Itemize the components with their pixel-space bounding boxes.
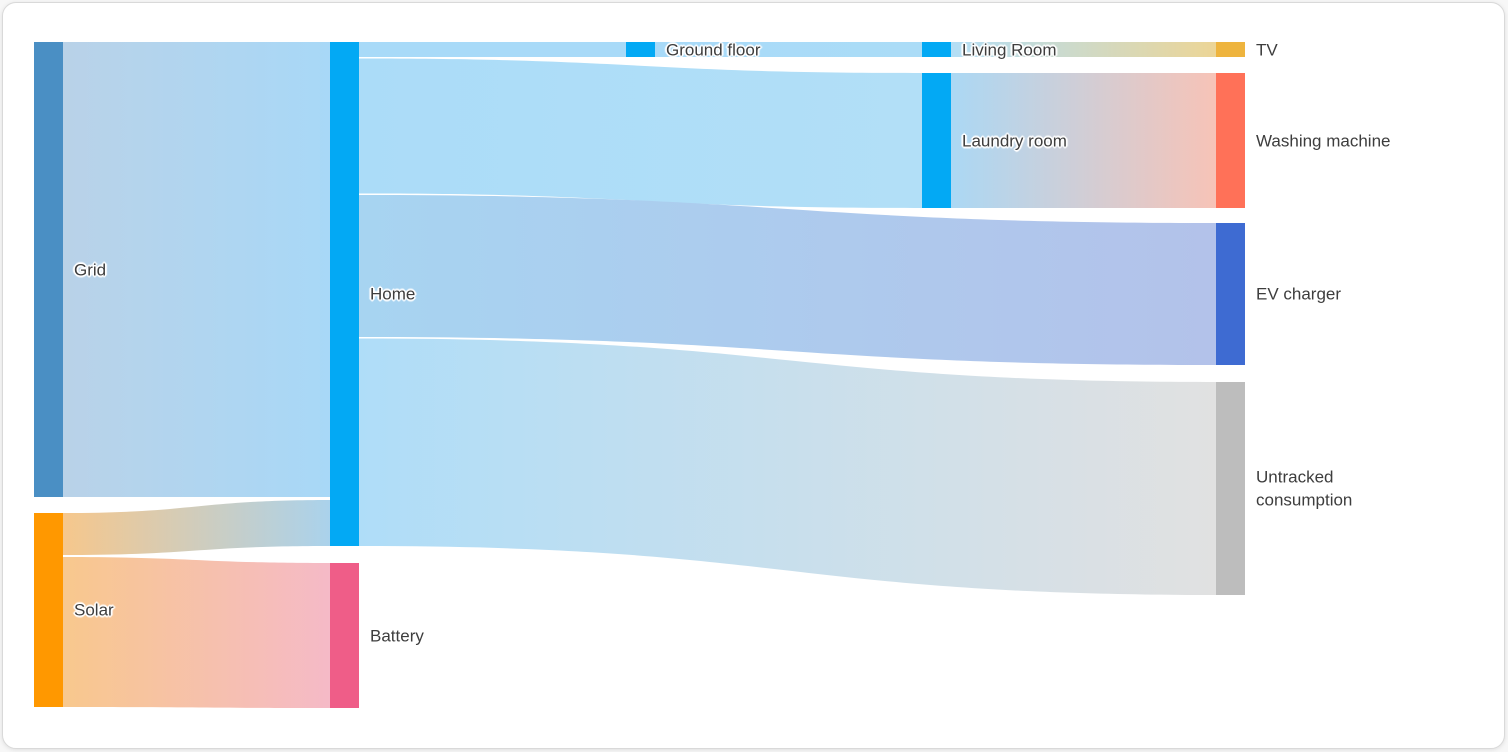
node-ev_charger[interactable] bbox=[1216, 223, 1245, 365]
flow-solar-to-home bbox=[63, 500, 330, 555]
node-label-solar: Solar bbox=[74, 600, 114, 620]
flow-grid-to-home bbox=[63, 42, 330, 497]
node-label-living_room: Living Room bbox=[962, 39, 1057, 59]
node-tv[interactable] bbox=[1216, 42, 1245, 57]
node-label-laundry_room: Laundry room bbox=[962, 130, 1067, 150]
node-solar[interactable] bbox=[34, 513, 63, 707]
flow-home-to-ev_charger bbox=[359, 195, 1216, 365]
node-label-ground_floor: Ground floor bbox=[666, 39, 761, 59]
flow-ground_floor-to-living_room bbox=[655, 42, 922, 57]
node-label-ev_charger: EV charger bbox=[1256, 284, 1342, 304]
node-home[interactable] bbox=[330, 42, 359, 546]
flow-home-to-laundry_room bbox=[359, 58, 922, 208]
node-label-grid: Grid bbox=[74, 259, 107, 279]
flow-laundry_room-to-washing_machine bbox=[951, 73, 1216, 208]
flow-home-to-ground_floor bbox=[359, 42, 626, 57]
node-ground_floor[interactable] bbox=[626, 42, 655, 57]
node-untracked[interactable] bbox=[1216, 382, 1245, 595]
flow-living_room-to-tv bbox=[951, 42, 1216, 57]
node-label-home: Home bbox=[370, 284, 416, 304]
node-label-tv: TV bbox=[1256, 39, 1278, 59]
node-battery[interactable] bbox=[330, 563, 359, 708]
node-label-washing_machine: Washing machine bbox=[1256, 130, 1391, 150]
node-living_room[interactable] bbox=[922, 42, 951, 57]
node-label-battery: Battery bbox=[370, 625, 424, 645]
node-washing_machine[interactable] bbox=[1216, 73, 1245, 208]
flow-home-to-untracked bbox=[359, 338, 1216, 595]
node-grid[interactable] bbox=[34, 42, 63, 497]
node-label-untracked: Untracked consumption bbox=[1256, 467, 1353, 510]
node-laundry_room[interactable] bbox=[922, 73, 951, 208]
flow-solar-to-battery bbox=[63, 557, 330, 708]
